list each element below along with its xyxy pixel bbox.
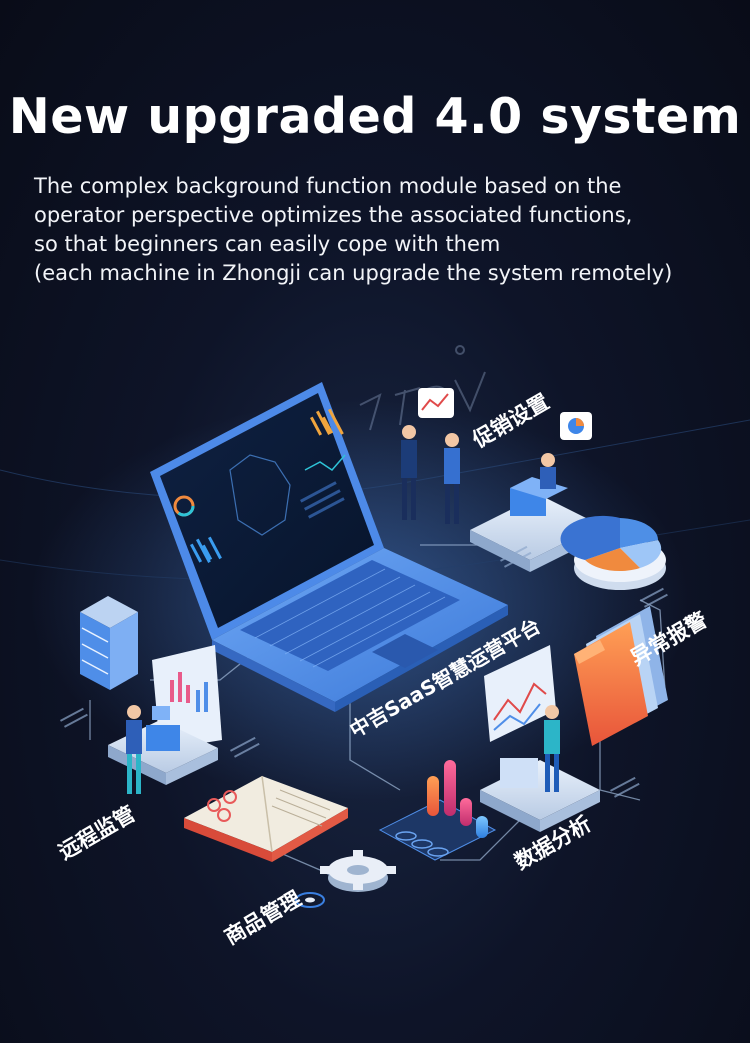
gear-icon (320, 850, 396, 892)
laptop (150, 382, 508, 712)
remote-monitoring (80, 596, 222, 794)
alarm-folders (574, 606, 668, 746)
keyboard (240, 560, 460, 671)
person-presenter (402, 425, 416, 439)
description-line: (each machine in Zhongji can upgrade the… (34, 261, 673, 285)
promotion-platform (401, 388, 600, 572)
dashboard-widgets (173, 408, 346, 563)
pie-chart-3d (560, 515, 666, 590)
person-analyst (545, 705, 559, 719)
dashboard-screen (160, 393, 374, 628)
person-listener (445, 433, 459, 447)
3d-bar-chart (427, 760, 488, 838)
server-rack (80, 596, 138, 690)
goods-management (184, 775, 396, 908)
trackpad (372, 634, 438, 668)
description-line: operator perspective optimizes the assoc… (34, 203, 633, 227)
light-streak (0, 419, 750, 499)
description-line: The complex background function module b… (34, 174, 622, 198)
goods-label: 商品管理 (221, 887, 306, 950)
data-analysis (378, 645, 600, 861)
watermark (359, 345, 486, 431)
person-seated (541, 453, 555, 467)
light-streak (0, 519, 750, 581)
remote-label: 远程监管 (55, 802, 140, 865)
page-title: New upgraded 4.0 system (8, 88, 742, 145)
page-description: The complex background function module b… (34, 172, 734, 288)
person-operator (127, 705, 141, 719)
decorative-data-lines (60, 545, 668, 798)
chart-bubble (418, 388, 454, 418)
description-line: so that beginners can easily cope with t… (34, 232, 501, 256)
line-chart-board (484, 645, 556, 742)
open-book (184, 776, 348, 852)
